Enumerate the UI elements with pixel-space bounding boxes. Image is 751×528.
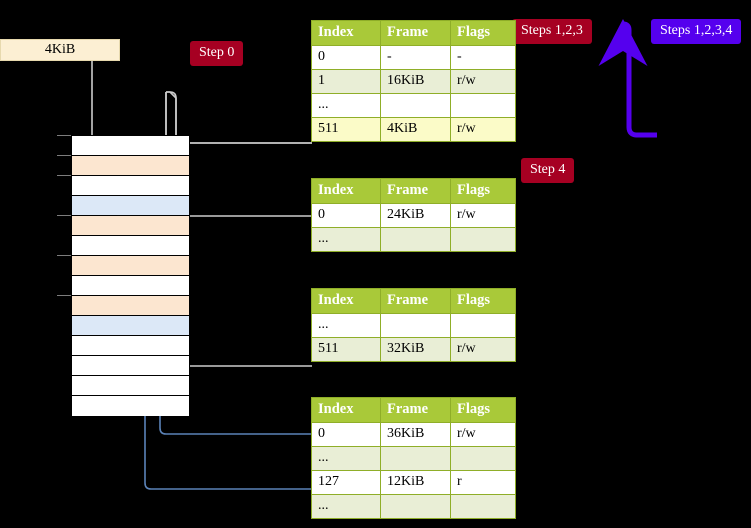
table-cell xyxy=(380,93,451,118)
table-row: ... xyxy=(311,313,516,338)
memory-row xyxy=(72,356,189,376)
memory-tick xyxy=(57,155,73,156)
memory-frame-label-box: 4KiB xyxy=(0,39,120,61)
table-cell xyxy=(450,93,516,118)
memory-tick xyxy=(57,175,73,176)
table-row: ... xyxy=(311,446,516,471)
steps-1234-label: Steps 1,2,3,4 xyxy=(651,19,742,44)
table-cell xyxy=(380,227,451,252)
memory-row xyxy=(72,216,189,236)
table-cell: ... xyxy=(311,227,381,252)
table-cell: 32KiB xyxy=(380,337,451,362)
table-cell: ... xyxy=(311,93,381,118)
table-cell: 0 xyxy=(311,422,381,447)
memory-row xyxy=(72,176,189,196)
column-header-index: Index xyxy=(311,288,381,314)
step-4-label: Step 4 xyxy=(521,158,575,183)
memory-row xyxy=(72,196,189,216)
column-header-flags: Flags xyxy=(450,178,516,204)
memory-tick xyxy=(57,215,73,216)
table-cell: r xyxy=(450,470,516,495)
table-cell: r/w xyxy=(450,117,516,142)
column-header-flags: Flags xyxy=(450,397,516,423)
memory-row xyxy=(72,296,189,316)
table-cell xyxy=(380,446,451,471)
table-cell: 0 xyxy=(311,203,381,228)
memory-row xyxy=(72,376,189,396)
table-cell: 16KiB xyxy=(380,69,451,94)
table-row: ... xyxy=(311,227,516,252)
table-cell: 12KiB xyxy=(380,470,451,495)
column-header-flags: Flags xyxy=(450,20,516,46)
table-cell: ... xyxy=(311,446,381,471)
column-header-frame: Frame xyxy=(380,288,451,314)
steps-123-label: Steps 1,2,3 xyxy=(512,19,592,44)
table-cell: 127 xyxy=(311,470,381,495)
memory-row xyxy=(72,336,189,356)
table-row: 0-- xyxy=(311,45,516,70)
column-header-frame: Frame xyxy=(380,397,451,423)
memory-tick xyxy=(57,255,73,256)
table-cell: ... xyxy=(311,494,381,519)
table-cell: 511 xyxy=(311,337,381,362)
table-cell: r/w xyxy=(450,422,516,447)
column-header-index: Index xyxy=(311,20,381,46)
table-cell xyxy=(450,313,516,338)
physical-memory-column xyxy=(71,135,190,416)
memory-tick xyxy=(57,295,73,296)
table-cell xyxy=(450,446,516,471)
table-cell: - xyxy=(380,45,451,70)
column-header-frame: Frame xyxy=(380,178,451,204)
memory-tick xyxy=(57,135,73,136)
column-header-index: Index xyxy=(311,397,381,423)
memory-row xyxy=(72,276,189,296)
column-header-index: Index xyxy=(311,178,381,204)
table-cell xyxy=(380,494,451,519)
table-cell: 0 xyxy=(311,45,381,70)
table-cell: 4KiB xyxy=(380,117,451,142)
memory-row xyxy=(72,256,189,276)
table-cell: r/w xyxy=(450,69,516,94)
table-cell: 24KiB xyxy=(380,203,451,228)
column-header-flags: Flags xyxy=(450,288,516,314)
memory-row xyxy=(72,136,189,156)
table-cell: - xyxy=(450,45,516,70)
table-cell: 511 xyxy=(311,117,381,142)
memory-row xyxy=(72,396,189,416)
table-cell xyxy=(380,313,451,338)
memory-row xyxy=(72,236,189,256)
table-cell: r/w xyxy=(450,337,516,362)
memory-row xyxy=(72,316,189,336)
table-row: ... xyxy=(311,494,516,519)
memory-frame-label: 4KiB xyxy=(44,42,76,57)
table-row: ... xyxy=(311,93,516,118)
table-cell xyxy=(450,227,516,252)
memory-row xyxy=(72,156,189,176)
table-cell xyxy=(450,494,516,519)
table-cell: r/w xyxy=(450,203,516,228)
table-cell: ... xyxy=(311,313,381,338)
table-cell: 36KiB xyxy=(380,422,451,447)
step-0-label: Step 0 xyxy=(190,41,244,66)
table-cell: 1 xyxy=(311,69,381,94)
column-header-frame: Frame xyxy=(380,20,451,46)
